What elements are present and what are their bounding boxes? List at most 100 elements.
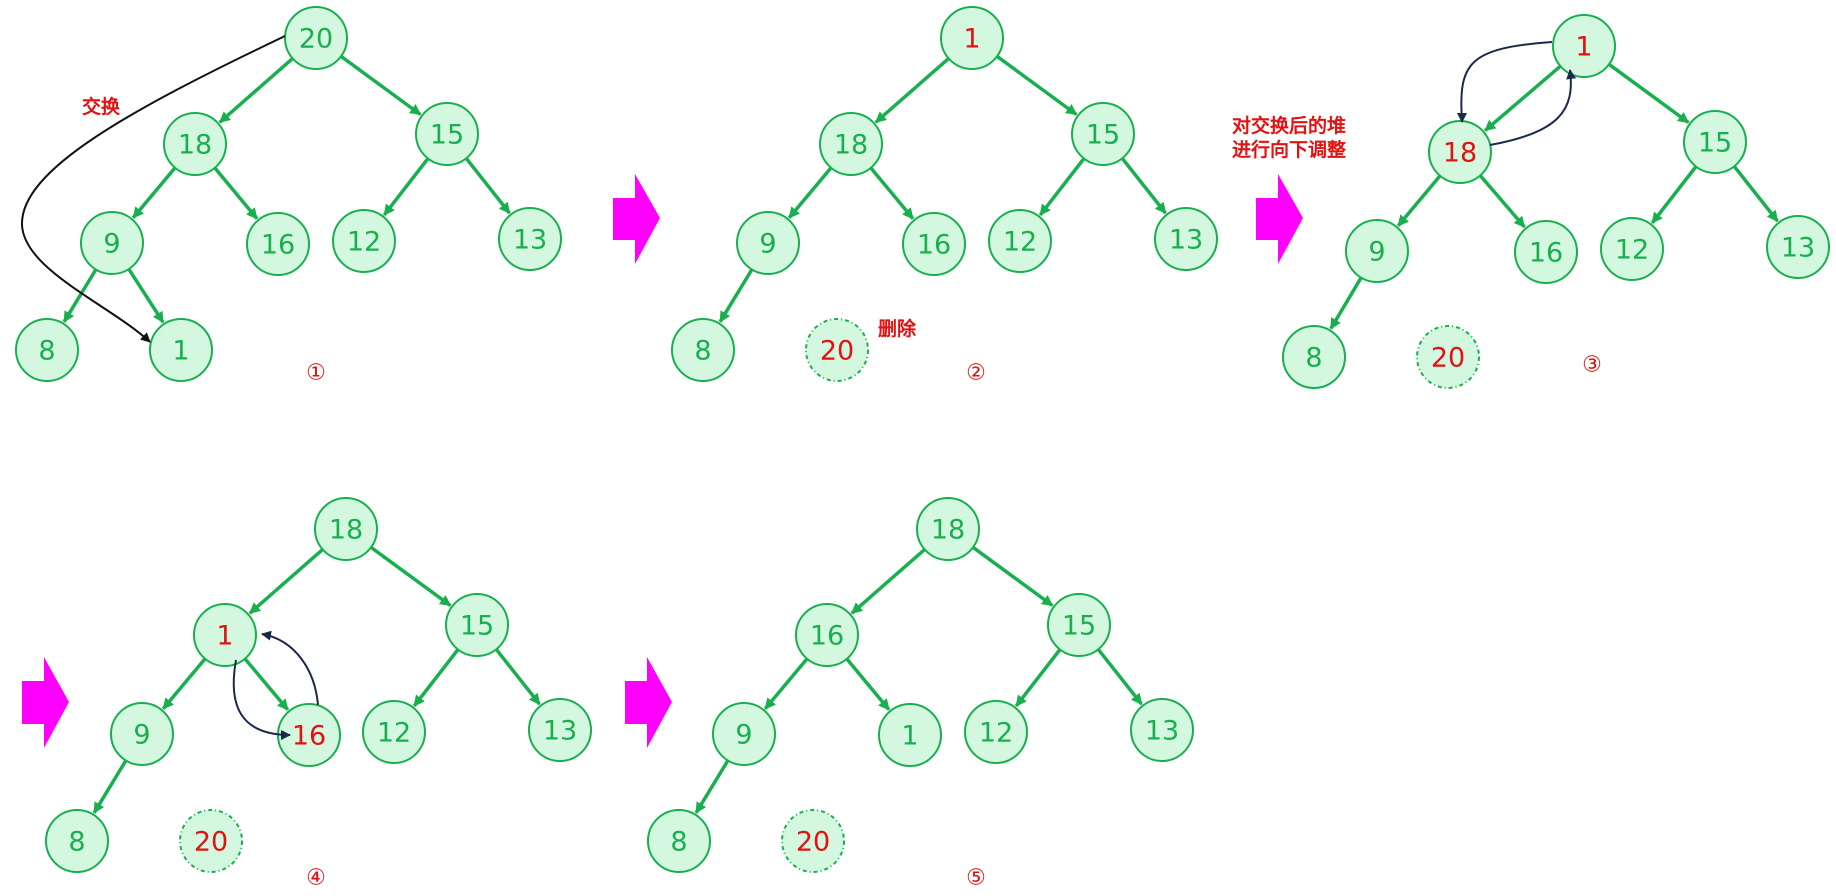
adjust-label-line1: 对交换后的堆 [1232,114,1346,137]
tree-edge [874,57,950,124]
node-label: 1 [172,336,189,367]
node-label: 15 [430,120,464,151]
heap-node: 18 [163,112,227,176]
node-circle [1683,110,1747,174]
heap-node: 1 [940,6,1004,70]
tree-edge [243,657,290,711]
node-label: 15 [460,611,494,642]
tree-edge [850,548,926,615]
step-arrow-2-3 [1256,174,1303,264]
node-circle [163,112,227,176]
node-label: 18 [329,515,363,546]
step-arrows [22,174,1303,748]
node-circle [916,497,980,561]
tree-edge [382,157,430,216]
node-label: 9 [133,720,150,751]
node-circle [332,209,396,273]
tree-edge [62,268,98,323]
adjust-arrow-up [261,630,319,706]
step-label-3: ③ [1582,353,1602,378]
node-circle [819,112,883,176]
node-label: 16 [810,621,844,652]
tree-edge [1014,648,1062,707]
tree-edge [1650,165,1698,224]
heap-node: 8 [45,809,109,873]
heap-node: 16 [902,212,966,276]
heap-node: 9 [736,211,800,275]
node-label: 13 [1781,233,1815,264]
step-label-5: ⑤ [966,866,986,891]
node-circle [1345,219,1409,283]
node-label: 9 [759,229,776,260]
heap-node: 9 [712,702,776,766]
node-circle [1047,593,1111,657]
step-arrow-4-5 [625,657,672,748]
node-label: 15 [1698,128,1732,159]
tree-edge [1096,648,1143,706]
step-label-2: ② [966,361,986,386]
tree-edge [412,648,460,707]
heap-node: 12 [362,700,426,764]
heap-node: 18 [916,497,980,561]
node-circle [45,809,109,873]
heap-node: 13 [528,698,592,762]
node-label: 12 [1615,235,1649,266]
heap-node: 1 [878,703,942,767]
tree-edge [213,166,259,220]
swap-arrow [20,35,286,343]
node-label: 1 [901,721,918,752]
node-label: 20 [796,827,830,858]
tree-edge [1732,165,1779,223]
heap-node: 12 [964,700,1028,764]
step-label-4: ④ [306,866,326,891]
tree-edge [92,759,128,814]
node-label: 8 [68,827,85,858]
node-circle [795,603,859,667]
node-label: 18 [931,515,965,546]
node-label: 16 [1529,238,1563,269]
node-label: 16 [261,230,295,261]
node-label: 20 [299,24,333,55]
node-label: 1 [963,24,980,55]
node-label: 12 [377,718,411,749]
heap-node: 1 [193,603,257,667]
node-label: 8 [694,336,711,367]
node-circle [1071,102,1135,166]
tree-edge [1396,174,1442,227]
node-circle [284,6,348,70]
heap-node: 18 [819,112,883,176]
swap-label: 交换 [82,95,121,118]
node-label: 1 [216,621,233,652]
node-label: 9 [735,720,752,751]
deleted-node: 20 [1416,325,1480,389]
node-circle [80,211,144,275]
heap-node: 13 [498,207,562,271]
tree-edge [1607,62,1690,124]
tree-edge [339,54,422,116]
node-label: 8 [1305,343,1322,374]
node-circle [940,6,1004,70]
tree-edge [869,166,915,220]
tree-edge [763,657,809,710]
node-label: 9 [103,229,120,260]
tree-edge [127,268,165,324]
heap-node: 1 [149,318,213,382]
node-label: 16 [292,721,326,752]
tree-edge [718,268,754,323]
node-circle [1552,14,1616,78]
node-circle [647,809,711,873]
heap-node: 16 [1514,220,1578,284]
heap-node: 1 [1552,14,1616,78]
node-circle [193,603,257,667]
node-label: 13 [513,225,547,256]
heap-node: 8 [647,809,711,873]
node-circle [15,318,79,382]
tree-edge [1120,157,1167,215]
node-circle [415,102,479,166]
heap-node: 20 [284,6,348,70]
node-label: 15 [1086,120,1120,151]
node-label: 20 [820,336,854,367]
